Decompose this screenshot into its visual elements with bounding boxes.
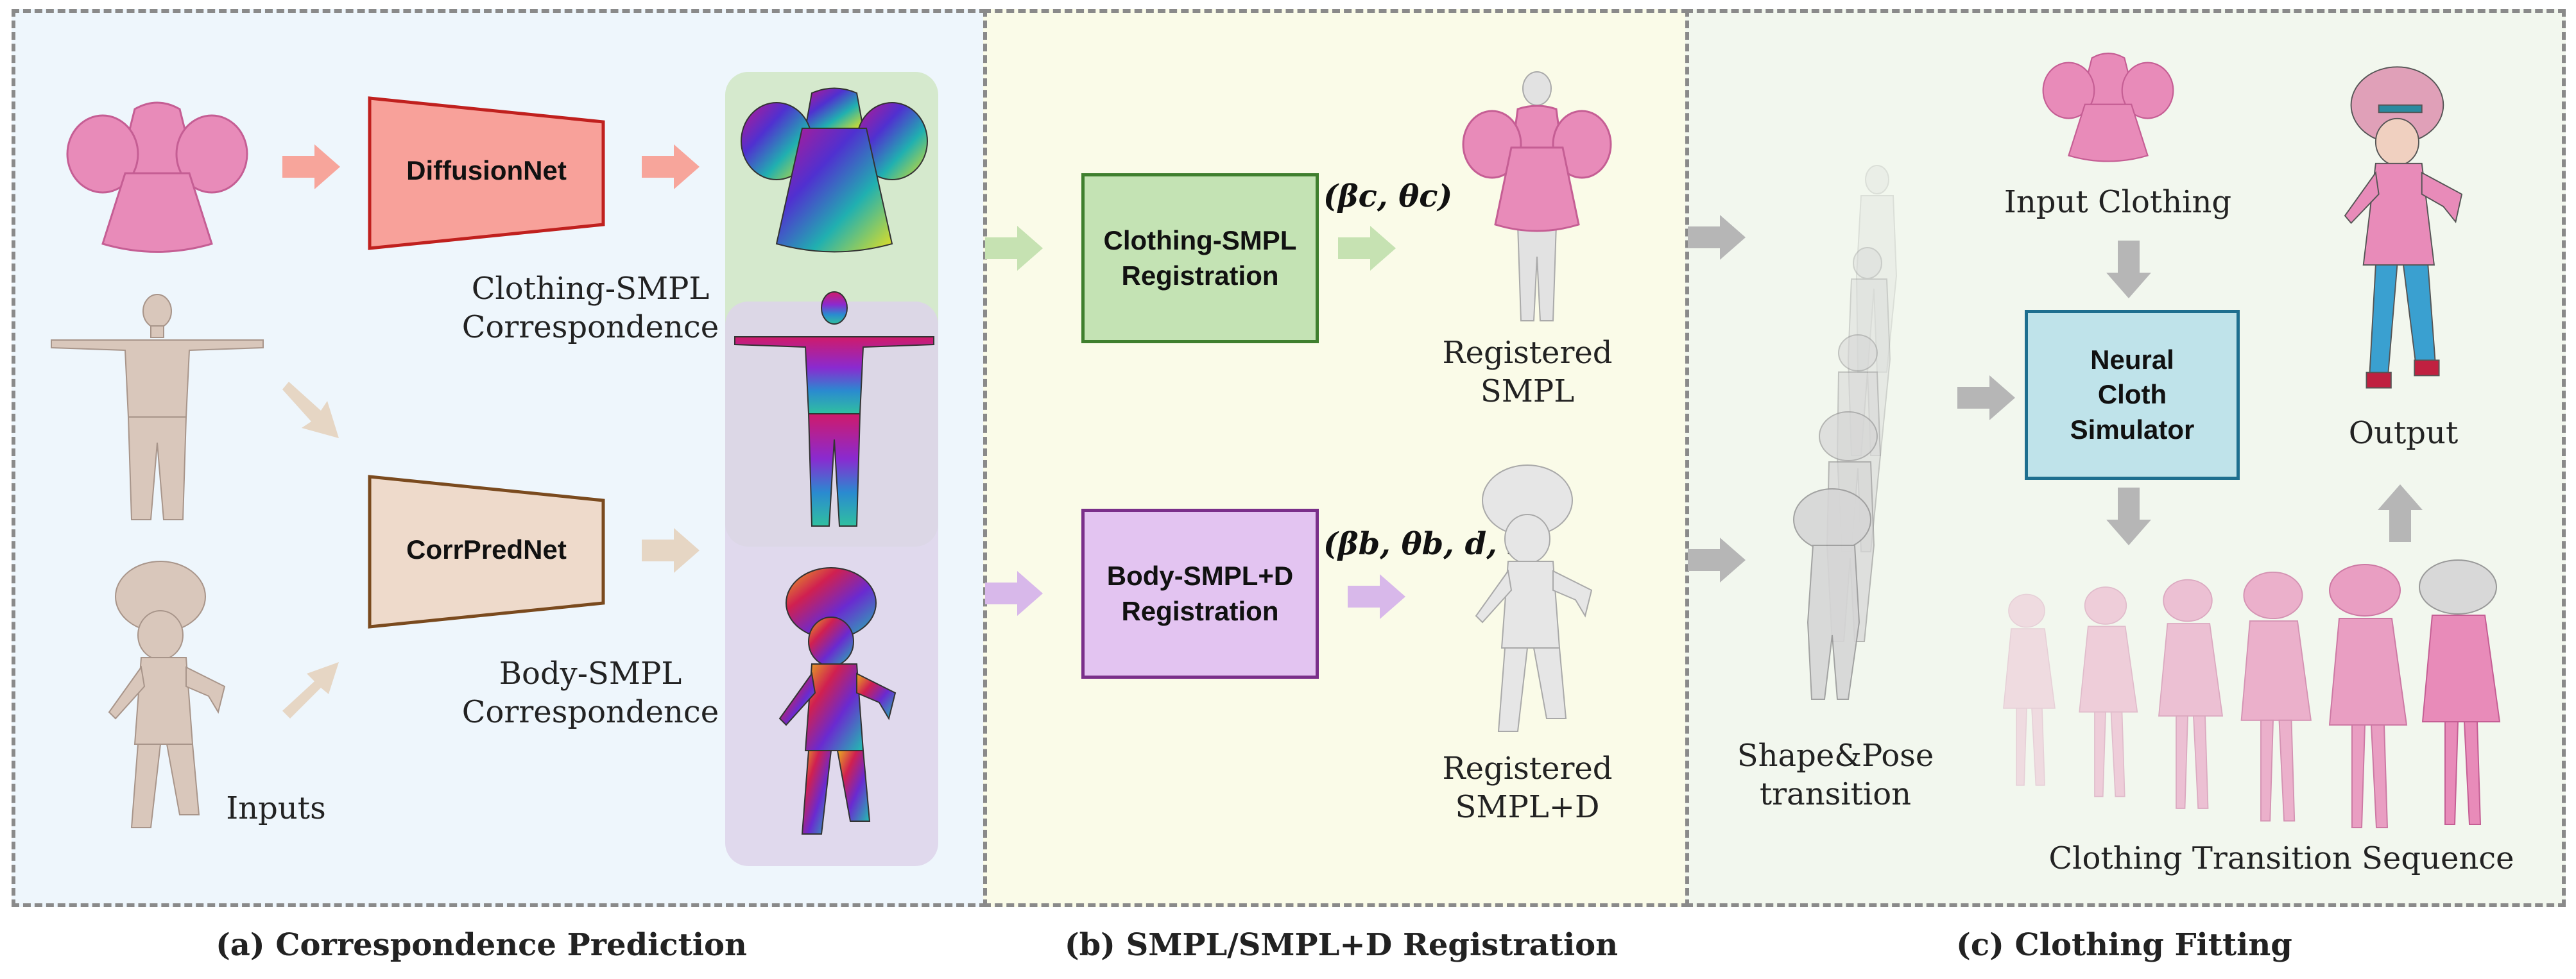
arrow-simulator-to-sequence	[2106, 488, 2151, 545]
clothing-smpl-registration-box: Clothing-SMPL Registration	[1081, 173, 1319, 343]
arrow-diffusionnet-to-output	[642, 144, 700, 189]
clothing-params-label: (βc, θc)	[1323, 178, 1453, 214]
shape-pose-transition-label: Shape&Pose transition	[1737, 738, 1934, 812]
shape-pose-transition-figures	[1793, 165, 1898, 700]
arrow-clothing-to-diffusionnet	[282, 144, 340, 189]
arrow-input-clothing-to-simulator	[2106, 241, 2151, 298]
corrprednet-label: CorrPredNet	[406, 534, 567, 565]
input-clothing-label: Input Clothing	[2004, 184, 2232, 220]
clothing-transition-sequence-label: Clothing Transition Sequence	[2048, 840, 2514, 876]
diffusionnet-label: DiffusionNet	[406, 155, 567, 185]
input-body-tpose-figure	[51, 294, 264, 520]
arrow-transition-to-simulator	[1957, 375, 2015, 420]
clothing-correspondence-colormap-figure	[741, 87, 928, 253]
diffusionnet-block	[368, 96, 605, 250]
arrow-to-clothing-registration	[985, 226, 1043, 271]
arrow-smpld-to-transition	[1688, 538, 1746, 583]
registered-smpl-label: Registered SMPL	[1442, 335, 1613, 409]
input-character-figure	[108, 561, 226, 828]
body-smpl-d-registration-box: Body-SMPL+D Registration	[1081, 509, 1319, 679]
caption-clothing-fitting: (c) Clothing Fitting	[1956, 927, 2292, 963]
output-label: Output	[2348, 415, 2459, 451]
registered-smpl-figure	[1462, 71, 1612, 321]
body-tpose-colormap-figure	[734, 291, 934, 527]
arrow-body-registration-to-result	[1348, 574, 1405, 619]
character-colormap-figure	[778, 567, 897, 835]
body-params-label: (βb, θb, d, s)	[1323, 526, 1540, 562]
inputs-label: Inputs	[226, 790, 326, 826]
arrow-to-body-registration	[985, 571, 1043, 616]
neural-cloth-simulator-box: Neural Cloth Simulator	[2025, 310, 2240, 480]
body-smpl-correspondence-label: Body-SMPL Correspondence	[461, 656, 719, 730]
arrow-character-to-corrprednet	[282, 662, 339, 719]
caption-correspondence-prediction: (a) Correspondence Prediction	[216, 927, 747, 963]
corrprednet-block	[368, 475, 605, 629]
registered-smpl-d-label: Registered SMPL+D	[1442, 751, 1613, 825]
clothing-smpl-correspondence-label: Clothing-SMPL Correspondence	[461, 271, 719, 345]
arrow-corrprednet-to-output	[642, 528, 700, 573]
caption-smpl-registration: (b) SMPL/SMPL+D Registration	[1064, 927, 1619, 963]
arrow-clothing-registration-to-result	[1338, 226, 1396, 271]
clothing-transition-sequence-figures	[2003, 559, 2501, 828]
registered-smpl-d-figure	[1475, 464, 1593, 732]
arrow-body-to-corrprednet	[282, 382, 339, 438]
input-clothing-dress-figure	[66, 101, 248, 253]
input-clothing-small-figure	[2042, 53, 2174, 162]
output-dressed-character-figure	[2344, 66, 2463, 389]
arrow-sequence-to-output	[2378, 484, 2423, 542]
arrow-smpl-to-transition	[1688, 215, 1746, 260]
